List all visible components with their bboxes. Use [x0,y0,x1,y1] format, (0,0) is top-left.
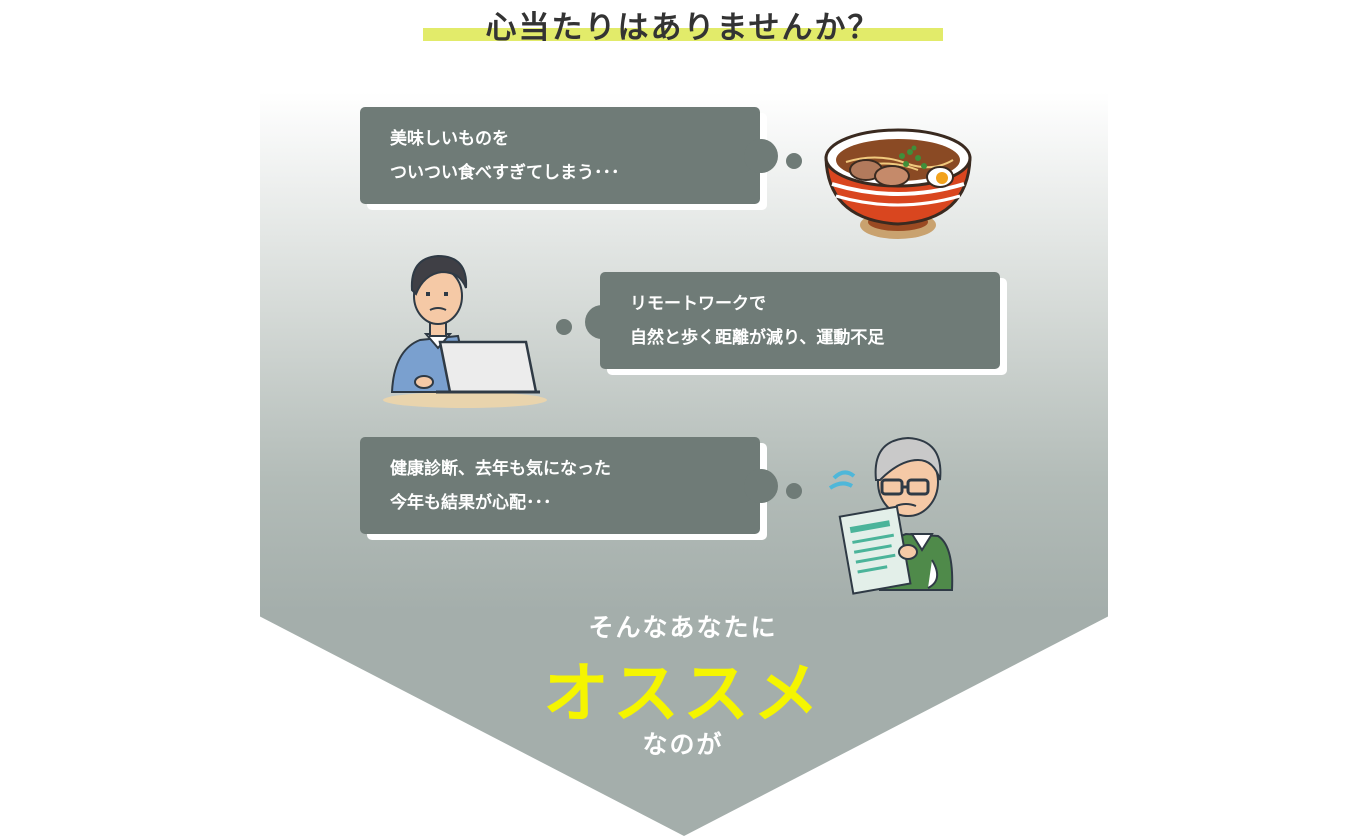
bubble-tail [744,469,778,503]
bubble-tail-dot [556,319,572,335]
lead-intro-text: そんなあなたに [588,613,778,642]
bubble-line-1: 美味しいものを [390,129,509,149]
heading-text: 心当たりはありませんか？ [485,10,881,46]
bubble-tail-dot [786,483,802,499]
bubble-tail [744,139,778,173]
speech-bubble-remote-work: リモートワークで 自然と歩く距離が減り、運動不足 [600,272,1000,369]
bubble-line-1: 健康診断、去年も気になった [390,459,611,479]
bubble-line-2: 今年も結果が心配･･･ [390,493,552,513]
worried-elder-with-report-illustration [828,436,954,595]
bubble-line-2: 自然と歩く距離が減り、運動不足 [630,328,885,348]
heading-marker-highlight [423,28,943,41]
ramen-bowl-icon [824,128,972,239]
bubble-line-2: ついつい食べすぎてしまう･･･ [390,163,620,183]
lead-highlight-text: オススメ [543,655,823,732]
speech-bubble-eating: 美味しいものを ついつい食べすぎてしまう･･･ [360,107,760,204]
man-at-laptop-illustration [383,254,547,408]
speech-bubble-health-check: 健康診断、去年も気になった 今年も結果が心配･･･ [360,437,760,534]
bubble-tail-dot [786,153,802,169]
bubble-line-1: リモートワークで [630,294,766,314]
lead-outro-text: なのが [642,730,724,759]
section-heading: 心当たりはありませんか？ [423,0,943,46]
